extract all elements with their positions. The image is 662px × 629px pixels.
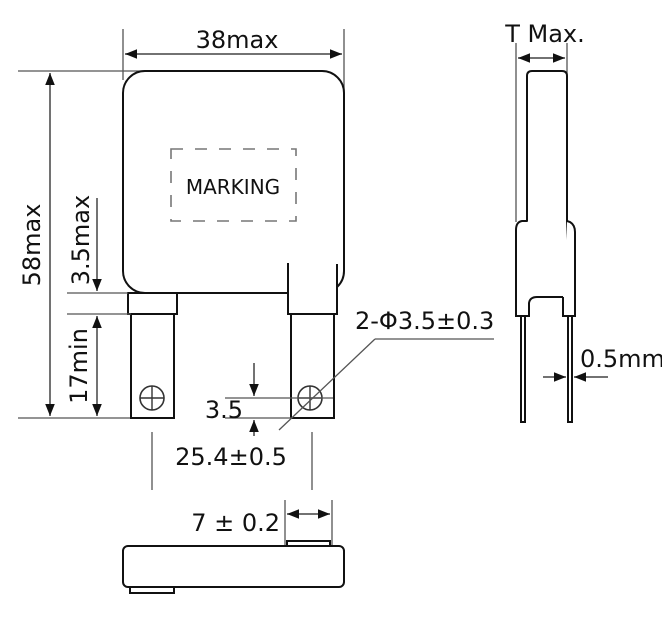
lead-length-label: 17min <box>65 328 93 404</box>
height-label: 58max <box>18 204 46 287</box>
width-label: 38max <box>196 26 279 54</box>
tab-width-label: 7 ± 0.2 <box>191 509 280 537</box>
shoulder-label: 3.5max <box>67 195 95 285</box>
side-body-upper <box>526 70 568 296</box>
thickness-label: T Max. <box>504 20 585 48</box>
left-hole-icon <box>139 385 165 411</box>
bottom-tab-bottom <box>129 586 175 594</box>
side-lead-left <box>520 315 526 423</box>
bottom-body <box>122 545 345 588</box>
lead-pitch-label: 25.4±0.5 <box>175 443 287 471</box>
left-lead-shoulder <box>127 292 178 315</box>
hole-offset-label: 3.5 <box>205 396 243 424</box>
right-lead <box>290 313 335 419</box>
side-lead-right <box>567 315 573 423</box>
side-view: T Max. 0.5mm <box>504 20 662 423</box>
hole-label: 2-Φ3.5±0.3 <box>355 307 494 335</box>
front-view: 38max 58max MARKING <box>18 26 494 490</box>
right-lead-shoulder <box>287 263 338 315</box>
marking-label: MARKING <box>186 175 280 199</box>
bottom-view: 7 ± 0.2 <box>122 500 345 594</box>
lead-thickness-label: 0.5mm <box>580 345 662 373</box>
side-body-right <box>562 220 576 317</box>
